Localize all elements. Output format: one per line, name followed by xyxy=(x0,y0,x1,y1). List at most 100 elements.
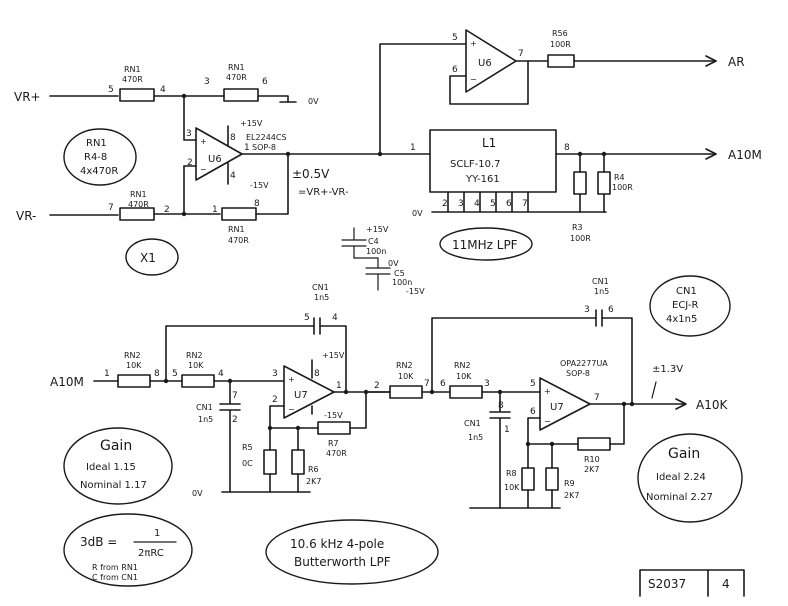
c5-supply: -15V xyxy=(406,287,425,296)
svg-text:8: 8 xyxy=(564,143,570,153)
l1-filter-block: 1 L1 SCLF-10.7 YY-161 8 A10M 2 3 4 5 6 7… xyxy=(341,129,762,296)
resistor-r4 xyxy=(597,171,611,195)
gain1-title: Gain xyxy=(100,438,132,454)
r8-ref: R8 xyxy=(506,469,517,478)
r5-ref: R5 xyxy=(242,443,253,452)
a10m-input-label: A10M xyxy=(50,375,84,389)
rn1-d-ref: RN1 xyxy=(228,225,245,234)
svg-text:−: − xyxy=(544,417,551,426)
gain1-ideal: Ideal 1.15 xyxy=(86,462,136,473)
svg-text:6: 6 xyxy=(506,199,512,209)
r4-value: 100R xyxy=(612,183,633,192)
filter-l1 xyxy=(429,129,557,193)
annotations: CN1 ECJ-R 4x1n5 Gain Ideal 1.15 Nominal … xyxy=(63,275,743,587)
gain2-nominal: Nominal 2.27 xyxy=(646,492,713,503)
resistor-r6 xyxy=(291,449,305,475)
r7-value: 470R xyxy=(326,449,347,458)
svg-text:8: 8 xyxy=(254,199,260,209)
rn1-note-line3: 4x470R xyxy=(80,166,118,177)
rn2-d-value: 10K xyxy=(456,372,472,381)
rn1-note-bubble xyxy=(63,128,137,186)
c4-ref: C4 xyxy=(368,237,379,246)
svg-text:3: 3 xyxy=(484,379,490,389)
cn1-c-value: 1n5 xyxy=(594,287,609,296)
ov-label-4: 0V xyxy=(192,489,203,498)
gain1-nominal: Nominal 1.17 xyxy=(80,480,147,491)
formula-note-bubble xyxy=(63,513,193,587)
svg-text:3: 3 xyxy=(584,305,590,315)
svg-text:6: 6 xyxy=(608,305,614,315)
svg-text:3: 3 xyxy=(186,129,192,139)
sheet-number: 4 xyxy=(722,577,730,591)
lpf-note-bubble xyxy=(439,227,533,261)
title-block: S2037 4 xyxy=(639,569,745,597)
rn2-c-ref: RN2 xyxy=(396,361,413,370)
svg-text:8: 8 xyxy=(498,401,504,411)
c4-supply: +15V xyxy=(366,225,389,234)
svg-text:4: 4 xyxy=(160,85,166,95)
svg-text:6: 6 xyxy=(530,407,536,417)
lpf-note: 11MHz LPF xyxy=(452,238,518,252)
cn1-note-line1: CN1 xyxy=(676,286,697,297)
cn1-b-ref: CN1 xyxy=(196,403,213,412)
svg-text:7: 7 xyxy=(518,49,524,59)
rn2-a-ref: RN2 xyxy=(124,351,141,360)
svg-text:2: 2 xyxy=(187,158,193,168)
svg-text:1: 1 xyxy=(336,381,342,391)
ov-label-1: 0V xyxy=(308,97,319,106)
r9-ref: R9 xyxy=(564,479,575,488)
a10m-output-label: A10M xyxy=(728,148,762,162)
ov-label-2: 0V xyxy=(412,209,423,218)
cn1-b-value: 1n5 xyxy=(198,415,213,424)
minus15-label-2: -15V xyxy=(324,411,343,420)
opamp-u7-b xyxy=(539,377,591,431)
rn1-c-value: 470R xyxy=(128,200,149,209)
svg-text:−: − xyxy=(470,75,477,84)
svg-text:1: 1 xyxy=(244,143,250,153)
svg-text:7: 7 xyxy=(108,203,114,213)
u7-b-ref: U7 xyxy=(550,402,564,413)
plus15-label-2: +15V xyxy=(322,351,345,360)
svg-text:4: 4 xyxy=(218,369,224,379)
resistor-r9 xyxy=(545,467,559,491)
l1-ref: L1 xyxy=(482,136,496,150)
r56-value: 100R xyxy=(550,40,571,49)
formula-lhs: 3dB = xyxy=(80,535,117,549)
r5-value: 0C xyxy=(242,459,253,468)
svg-text:−: − xyxy=(200,165,207,174)
cn1-c-ref: CN1 xyxy=(592,277,609,286)
r6-ref: R6 xyxy=(308,465,319,474)
butterworth-note-bubble xyxy=(265,519,439,585)
plus15-label-1: +15V xyxy=(240,119,263,128)
r4-ref: R4 xyxy=(614,173,625,182)
rn2-d-ref: RN2 xyxy=(454,361,471,370)
svg-text:3: 3 xyxy=(204,77,210,87)
resistor-r7 xyxy=(317,421,351,435)
x1-label: X1 xyxy=(140,251,156,265)
svg-text:1: 1 xyxy=(410,143,416,153)
cn1-note-line3: 4x1n5 xyxy=(666,314,697,325)
svg-text:2: 2 xyxy=(272,395,278,405)
svg-text:2: 2 xyxy=(164,205,170,215)
stage1-difference-amplifier: VR+ 5 RN1 470R 4 3 RN1 470R 6 0V 3 2 + −… xyxy=(14,63,383,276)
resistor-rn2-a xyxy=(117,374,151,388)
u7-part: OPA2277UA xyxy=(560,359,608,368)
c5-ref: C5 xyxy=(394,269,405,278)
stage2-first-pole-pair: A10M 1 RN2 10K 8 5 RN2 10K 4 3 5 4 CN1 1… xyxy=(50,283,391,498)
vr-minus-label: VR- xyxy=(16,209,36,223)
rn1-note-line2: R4-8 xyxy=(84,152,107,163)
gain2-note-bubble xyxy=(637,433,743,523)
svg-text:2: 2 xyxy=(374,381,380,391)
svg-text:3: 3 xyxy=(272,369,278,379)
svg-text:1: 1 xyxy=(504,425,510,435)
drawing-number: S2037 xyxy=(648,577,686,591)
gain2-ideal: Ideal 2.24 xyxy=(656,472,706,483)
svg-text:−: − xyxy=(288,405,295,414)
formula-r: R from RN1 xyxy=(92,563,138,572)
resistor-rn2-c xyxy=(389,385,423,399)
cn1-d-value: 1n5 xyxy=(468,433,483,442)
svg-text:5: 5 xyxy=(490,199,496,209)
u7-a-ref: U7 xyxy=(294,390,308,401)
svg-text:8: 8 xyxy=(230,133,236,143)
svg-text:3: 3 xyxy=(458,199,464,209)
